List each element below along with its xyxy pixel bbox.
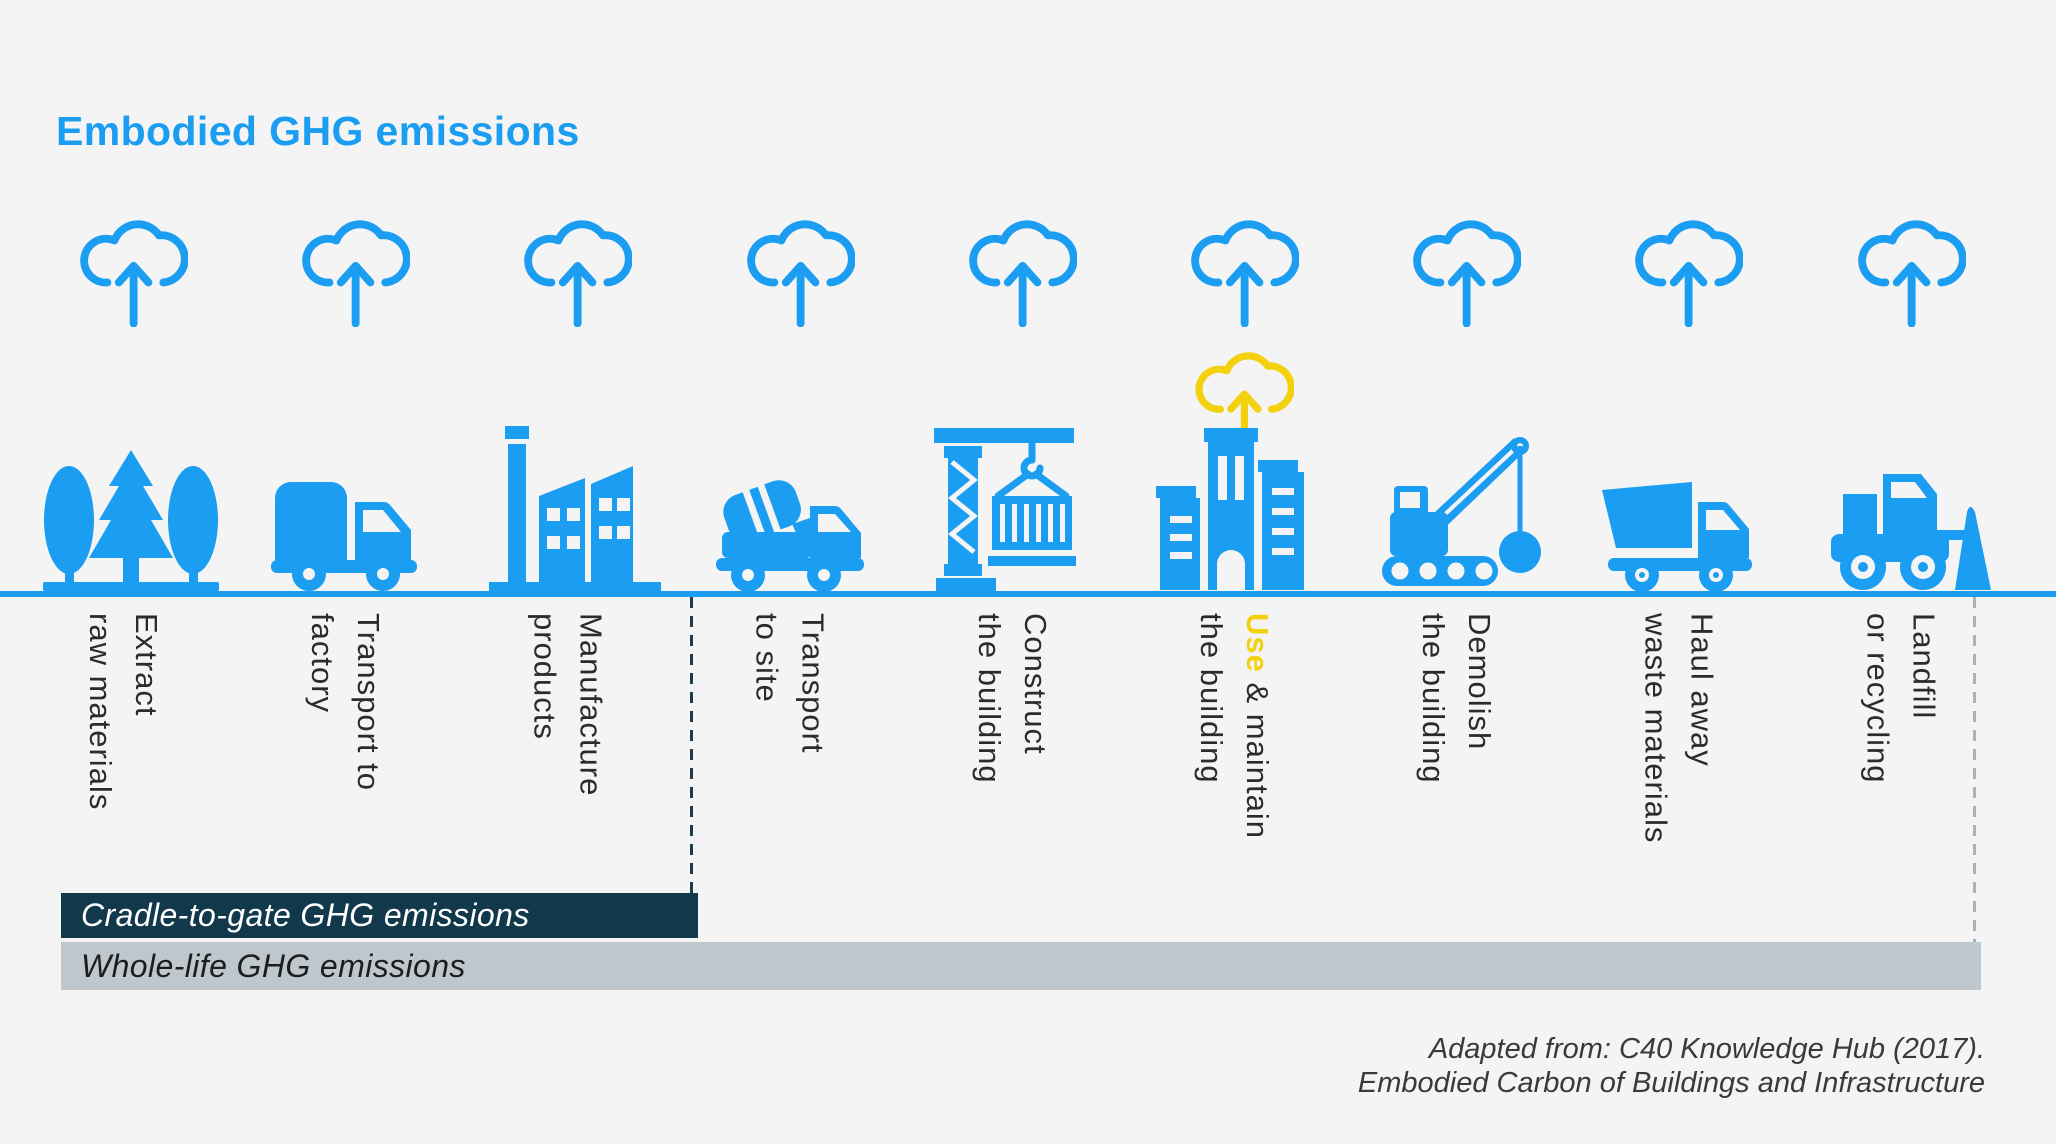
whole-life-bar: Whole-life GHG emissions bbox=[61, 942, 1981, 990]
page-title: Embodied GHG emissions bbox=[56, 108, 580, 154]
wheel-loader-icon bbox=[1817, 424, 2001, 594]
mixer-truck-icon bbox=[706, 424, 890, 594]
ghg-cloud-icon bbox=[1852, 196, 1966, 327]
ghg-cloud-icon bbox=[74, 196, 188, 327]
timeline-line bbox=[0, 591, 2056, 597]
use-highlight: Use bbox=[1240, 613, 1275, 673]
cradle-to-gate-label: Cradle-to-gate GHG emissions bbox=[81, 897, 530, 933]
ghg-cloud-icon bbox=[1407, 196, 1522, 327]
city-buildings-icon bbox=[1150, 424, 1334, 594]
ghg-cloud-icon bbox=[296, 196, 411, 327]
dump-truck-icon bbox=[1594, 424, 1778, 594]
cradle-to-gate-bar: Cradle-to-gate GHG emissions bbox=[61, 893, 698, 938]
attribution: Adapted from: C40 Knowledge Hub (2017). … bbox=[1358, 1032, 1985, 1100]
box-truck-icon bbox=[261, 424, 445, 594]
tower-crane-icon bbox=[928, 424, 1112, 594]
trees-icon bbox=[39, 424, 223, 594]
wrecking-crane-icon bbox=[1372, 424, 1556, 594]
attribution-line-1: Adapted from: C40 Knowledge Hub (2017). bbox=[1428, 1033, 1985, 1065]
ghg-cloud-icon bbox=[518, 196, 633, 327]
factory-icon bbox=[483, 424, 667, 594]
ghg-cloud-icon bbox=[1185, 196, 1299, 327]
whole-life-boundary-line bbox=[1973, 597, 1976, 990]
cradle-to-gate-boundary-line bbox=[690, 597, 693, 893]
ghg-cloud-icon bbox=[741, 196, 855, 327]
ghg-cloud-icon bbox=[963, 196, 1077, 327]
ghg-cloud-icon bbox=[1629, 196, 1744, 327]
attribution-line-2: Embodied Carbon of Buildings and Infrast… bbox=[1357, 1067, 1985, 1099]
whole-life-label: Whole-life GHG emissions bbox=[81, 947, 466, 984]
